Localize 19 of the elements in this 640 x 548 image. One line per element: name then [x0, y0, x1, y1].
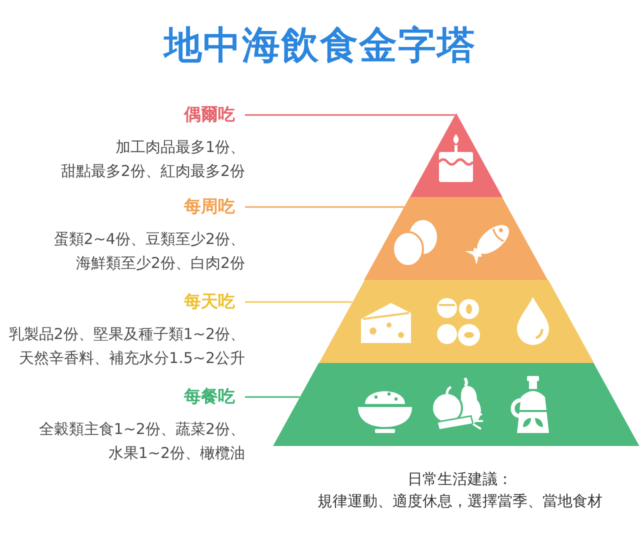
note-text: 規律運動、適度休息，選擇當季、當地食材	[318, 491, 602, 512]
pyramid-tier	[364, 197, 548, 280]
tier-heading: 每餐吃	[184, 386, 235, 409]
serving-text: 全穀類主食1~2份、蔬菜2份、水果1~2份、橄欖油	[38, 419, 245, 464]
pyramid-tier	[318, 280, 594, 363]
note-heading: 日常生活建議：	[408, 469, 512, 490]
serving-text: 加工肉品最多1份、甜點最多2份、紅肉最多2份	[60, 137, 245, 182]
tier-heading: 偶爾吃	[184, 104, 235, 127]
pyramid-tier	[410, 113, 502, 197]
serving-text: 蛋類2~4份、豆類至少2份、海鮮類至少2份、白肉2份	[52, 229, 245, 274]
title: 地中海飲食金字塔	[164, 22, 476, 69]
tier-heading: 每周吃	[184, 196, 235, 219]
pyramid-tier	[272, 363, 640, 446]
leader-line	[245, 301, 352, 303]
leader-line	[245, 114, 455, 116]
serving-text: 乳製品2份、堅果及種子類1~2份、天然辛香料、補充水分1.5~2公升	[8, 324, 245, 369]
leader-line	[245, 206, 404, 208]
tier-heading: 每天吃	[184, 291, 235, 314]
leader-line	[245, 396, 300, 398]
